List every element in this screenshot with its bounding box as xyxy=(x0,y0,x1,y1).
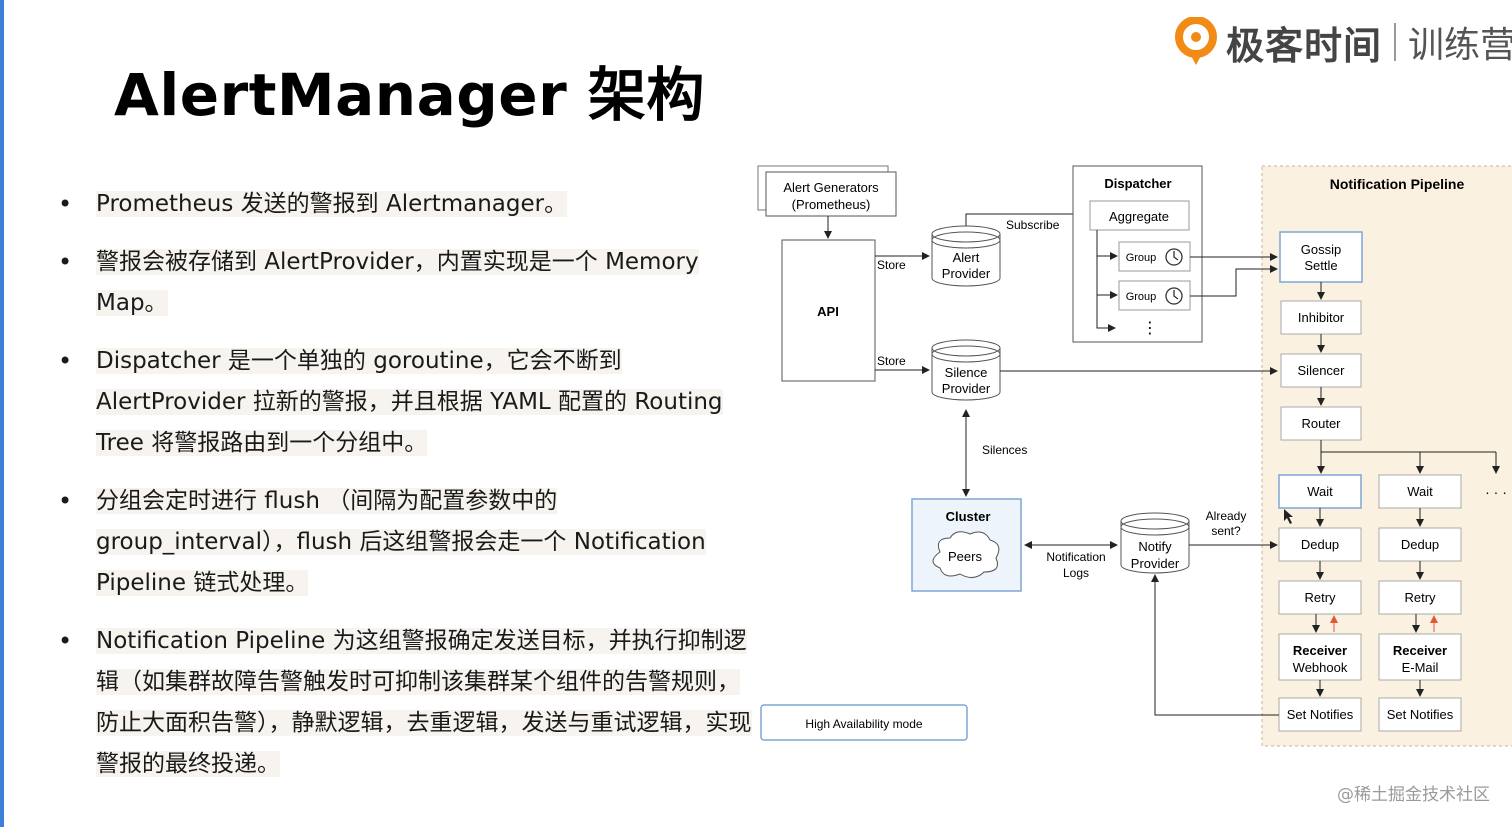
receiver-email-label: E-Mail xyxy=(1402,660,1439,675)
group-box-2 xyxy=(1118,280,1191,311)
retry-box-1 xyxy=(1278,580,1362,615)
dedup-box-1 xyxy=(1278,527,1362,562)
ha-mode-box xyxy=(760,704,968,741)
alert-generators-sub: (Prometheus) xyxy=(792,197,871,212)
router-box xyxy=(1280,406,1362,441)
set-notifies-label-1: Set Notifies xyxy=(1287,707,1354,722)
brand-name: 极客时间 xyxy=(1226,23,1383,68)
retry-label-2: Retry xyxy=(1404,590,1436,605)
wait-box-2 xyxy=(1378,474,1462,509)
wait-label-2: Wait xyxy=(1407,484,1433,499)
receiver-webhook-label: Webhook xyxy=(1293,660,1348,675)
notification-logs-sub: Logs xyxy=(1063,566,1089,580)
silence-provider-label: Silence xyxy=(945,365,988,380)
gossip-settle-box xyxy=(1279,231,1363,283)
notify-provider-label: Notify xyxy=(1138,539,1172,554)
pipeline-more-dots: · · · xyxy=(1485,484,1507,500)
wait-box-1 xyxy=(1278,474,1362,509)
architecture-diagram: Notification Pipeline Alert Generators (… xyxy=(757,165,1512,747)
silencer-box xyxy=(1280,353,1362,388)
wait-label-1: Wait xyxy=(1307,484,1333,499)
inhibitor-label: Inhibitor xyxy=(1298,310,1345,325)
group-box-1 xyxy=(1118,241,1191,272)
brand-logo: 极客时间 训练营 xyxy=(1174,14,1512,70)
alert-provider-label: Alert xyxy=(953,250,980,265)
aggregate-label: Aggregate xyxy=(1109,209,1169,224)
receiver-webhook-box xyxy=(1278,633,1362,681)
receiver-label-2: Receiver xyxy=(1393,643,1447,658)
inhibitor-box xyxy=(1280,300,1362,335)
store-label-2: Store xyxy=(877,354,906,368)
already-sent-sub: sent? xyxy=(1211,524,1241,538)
api-label: API xyxy=(817,304,839,319)
bullet-item: Prometheus 发送的警报到 Alertmanager。 xyxy=(58,184,758,225)
retry-box-2 xyxy=(1378,580,1462,615)
cluster-label: Cluster xyxy=(946,509,991,524)
brand-sub: 训练营 xyxy=(1408,25,1512,66)
receiver-label-1: Receiver xyxy=(1293,643,1347,658)
arrow-aggregate-more xyxy=(1096,230,1116,332)
bullet-item: Dispatcher 是一个单独的 goroutine，它会不断到 AlertP… xyxy=(58,341,758,464)
clock-icon xyxy=(1165,287,1183,305)
gossip-settle-label: Gossip xyxy=(1301,242,1341,257)
brand-divider xyxy=(1394,23,1397,61)
receiver-email-box xyxy=(1378,633,1462,681)
dispatcher-label: Dispatcher xyxy=(1104,176,1171,191)
arrow-subscribe xyxy=(965,210,1088,226)
silences-label: Silences xyxy=(982,443,1027,457)
router-label: Router xyxy=(1301,416,1341,431)
subscribe-label: Subscribe xyxy=(1006,218,1060,232)
alert-provider-sub: Provider xyxy=(942,266,991,281)
alert-generators-label: Alert Generators xyxy=(783,180,879,195)
bullet-item: 分组会定时进行 flush （间隔为配置参数中的 group_interval）… xyxy=(58,481,758,604)
bullet-item: Notification Pipeline 为这组警报确定发送目标，并执行抑制逻… xyxy=(58,621,758,785)
peers-cloud-icon xyxy=(932,531,1000,578)
watermark: @稀土掘金技术社区 xyxy=(1337,785,1490,805)
dedup-label-1: Dedup xyxy=(1301,537,1339,552)
set-notifies-label-2: Set Notifies xyxy=(1387,707,1454,722)
bullet-item: 警报会被存储到 AlertProvider，内置实现是一个 Memory Map… xyxy=(58,242,758,324)
left-accent-rule xyxy=(0,0,4,827)
gossip-settle-sub: Settle xyxy=(1304,258,1337,273)
already-sent-label: Already xyxy=(1206,509,1247,523)
notification-logs-label: Notification xyxy=(1046,550,1105,564)
peers-label: Peers xyxy=(948,549,982,564)
mouse-cursor-icon xyxy=(1284,509,1293,524)
silence-provider-cylinder xyxy=(931,339,1001,401)
geektime-logo-icon xyxy=(1175,17,1217,65)
silencer-label: Silencer xyxy=(1298,363,1346,378)
group-label-1: Group xyxy=(1126,252,1157,264)
notify-provider-sub: Provider xyxy=(1131,556,1180,571)
clock-icon xyxy=(1165,248,1183,266)
aggregate-box xyxy=(1089,200,1190,231)
page-title: AlertManager 架构 xyxy=(114,61,705,129)
dispatcher-more-dots: ⋮ xyxy=(1142,320,1158,337)
alert-generators-box xyxy=(765,171,897,217)
group-label-2: Group xyxy=(1126,291,1157,303)
api-box xyxy=(781,239,876,382)
store-label-1: Store xyxy=(877,258,906,272)
bullet-list: Prometheus 发送的警报到 Alertmanager。 警报会被存储到 … xyxy=(58,184,758,802)
notify-provider-cylinder xyxy=(1120,512,1190,574)
retry-label-1: Retry xyxy=(1304,590,1336,605)
arrow-setnotifies-notify xyxy=(1151,574,1279,716)
set-notifies-box-2 xyxy=(1378,697,1462,732)
pipeline-title: Notification Pipeline xyxy=(1330,176,1465,192)
dedup-label-2: Dedup xyxy=(1401,537,1439,552)
alert-provider-cylinder xyxy=(931,225,1001,287)
silence-provider-sub: Provider xyxy=(942,381,991,396)
ha-mode-label: High Availability mode xyxy=(805,717,923,731)
arrow-group2-gossip xyxy=(1190,265,1278,297)
